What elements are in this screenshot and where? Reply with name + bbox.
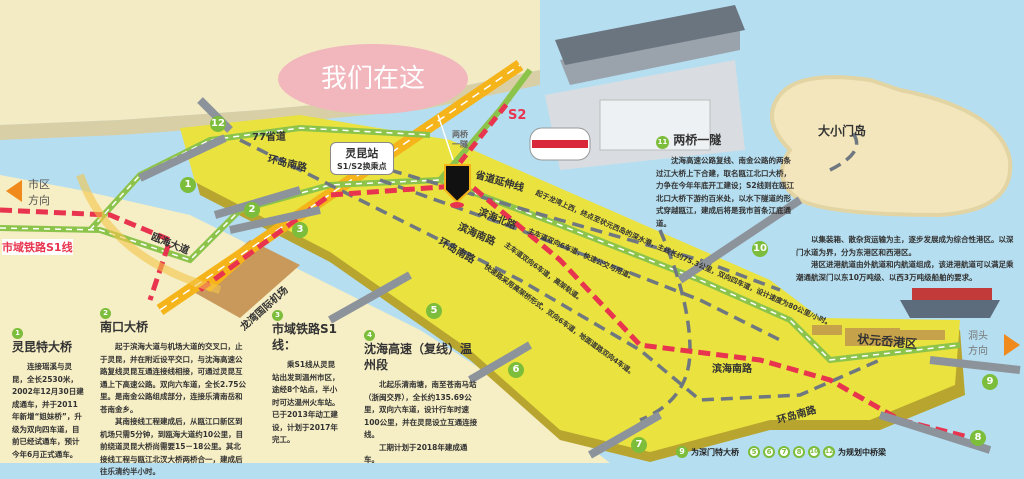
legend-planned-number: 10 xyxy=(808,446,820,458)
station-callout: 灵昆站 S1/S2换乘点 xyxy=(330,142,394,175)
info-title: 市域铁路S1线： xyxy=(272,322,337,352)
info-two-bridges-tunnel: 11 两桥一隧 沈海高速公路复线、南金公路的两条过江大桥上下合建，取名瓯江北口大… xyxy=(656,132,796,230)
info-number: 1 xyxy=(12,328,23,339)
info-text: 以集装箱、散杂货运输为主，逐步发展成为综合性港区。以深门水道为界，分为东港区和西… xyxy=(796,235,1014,257)
info-port: 以集装箱、散杂货运输为主，逐步发展成为综合性港区。以深门水道为界，分为东港区和西… xyxy=(796,234,1018,284)
bridge-number-10: 10 xyxy=(752,241,768,257)
airport-area xyxy=(190,240,300,318)
map-background xyxy=(0,0,1021,463)
info-text: 北起乐清南塘，南至苍南马站（浙闽交界），全长约135.69公里，双向六车道，设计… xyxy=(364,380,478,439)
info-number: 2 xyxy=(100,308,111,319)
bridge-number-6: 6 xyxy=(508,362,524,378)
info-number: 11 xyxy=(656,136,669,149)
info-text: 乘S1线从灵昆站出发到温州市区，途经8个站点，半小时可达温州火车站。已于2013… xyxy=(272,360,340,444)
train xyxy=(529,127,591,161)
label-dongtou-direction: 洞头方向 xyxy=(968,331,988,357)
bridge-number-7: 7 xyxy=(631,437,647,453)
label-city-direction: 市区方向 xyxy=(28,178,50,207)
you-are-here-bubble: 我们在这 xyxy=(278,44,468,114)
legend-planned-number: 6 xyxy=(763,446,775,458)
info-text: 工期计划于2018年建成通车。 xyxy=(364,442,468,465)
legend: 9 为深门特大桥 5 6 7 8 10 12 为规划中桥梁 xyxy=(676,446,886,458)
legend-existing-number: 9 xyxy=(676,446,688,458)
label-s1-line: 市域铁路S1线 xyxy=(2,239,73,255)
bridge-number-8: 8 xyxy=(970,430,986,446)
lingkun-island xyxy=(180,115,960,452)
label-road-77: 77省道 xyxy=(252,132,286,143)
label-daxiaomen: 大小门岛 xyxy=(818,124,867,138)
info-nankou-bridge: 2 南口大桥 起于滨海大道与机场大道的交叉口，止于灵昆，并在附近设平交口，与沈海… xyxy=(100,308,248,479)
legend-planned-number: 12 xyxy=(823,446,835,458)
info-title: 灵昆特大桥 xyxy=(12,340,73,354)
container-ship xyxy=(900,288,1000,318)
info-s1-rail: 3 市域铁路S1线： 乘S1线从灵昆站出发到温州市区，途经8个站点，半小时可达温… xyxy=(272,310,342,447)
info-title-text: 两桥一隧 xyxy=(673,133,722,147)
legend-existing-text: 为深门特大桥 xyxy=(691,447,739,457)
bridge-number-3: 3 xyxy=(292,222,308,238)
label-binhai-nan-east: 滨海南路 xyxy=(712,364,752,375)
port-blocks xyxy=(812,325,945,346)
bridge-number-5: 5 xyxy=(426,303,442,319)
bridges xyxy=(138,97,1021,459)
legend-planned-number: 5 xyxy=(748,446,760,458)
info-text: 起于滨海大道与机场大道的交叉口，止于灵昆，并在附近设平交口，与沈海高速公路复线灵… xyxy=(100,342,247,414)
info-text: 连接瑶溪与灵昆，全长2530米，2002年12月30日建成通车，并于2011年新… xyxy=(12,362,84,459)
bridge-number-2: 2 xyxy=(244,202,260,218)
legend-planned-number: 8 xyxy=(793,446,805,458)
info-title: 南口大桥 xyxy=(100,320,149,334)
transfer-label: S1/S2换乘点 xyxy=(337,162,387,171)
label-two-bridges-marker: 两桥一隧 xyxy=(452,130,468,149)
info-text: 其南接线工程建成后，从瓯江口新区到机场只需5分钟，到瓯海大道约10公里，目前绕道… xyxy=(100,417,244,476)
arrow-left-icon xyxy=(6,180,22,202)
legend-planned-text: 为规划中桥梁 xyxy=(838,447,886,457)
info-number: 4 xyxy=(364,330,375,341)
legend-planned-number: 7 xyxy=(778,446,790,458)
station-name: 灵昆站 xyxy=(345,147,379,160)
s2-rail-line xyxy=(448,98,512,177)
daxiaomen-island xyxy=(770,75,1013,218)
label-s2: S2 xyxy=(508,108,527,123)
info-shenhai-expressway: 4 沈海高速（复线）温州段 北起乐清南塘，南至苍南马站（浙闽交界），全长约135… xyxy=(364,330,482,467)
bridge-number-1: 1 xyxy=(180,177,196,193)
bridge-number-12: 12 xyxy=(210,116,226,132)
bridge-number-9: 9 xyxy=(982,374,998,390)
info-text: 港区进港航道由外航道和内航道组成，该进港航道可以满足乘潮通航深门以东10万吨级、… xyxy=(796,260,1014,282)
location-marker xyxy=(437,114,471,208)
info-title: 沈海高速（复线）温州段 xyxy=(364,342,473,372)
arrow-right-icon xyxy=(1004,334,1020,356)
station-building xyxy=(545,5,745,170)
info-title: 11 两桥一隧 xyxy=(656,132,796,149)
info-number: 3 xyxy=(272,310,283,321)
north-shore-strip xyxy=(0,70,540,140)
info-text: 沈海高速公路复线、南金公路的两条过江大桥上下合建，取名瓯江北口大桥，力争在今年年… xyxy=(656,156,795,228)
info-lingkun-bridge: 1 灵昆特大桥 连接瑶溪与灵昆，全长2530米，2002年12月30日建成通车，… xyxy=(12,328,84,461)
